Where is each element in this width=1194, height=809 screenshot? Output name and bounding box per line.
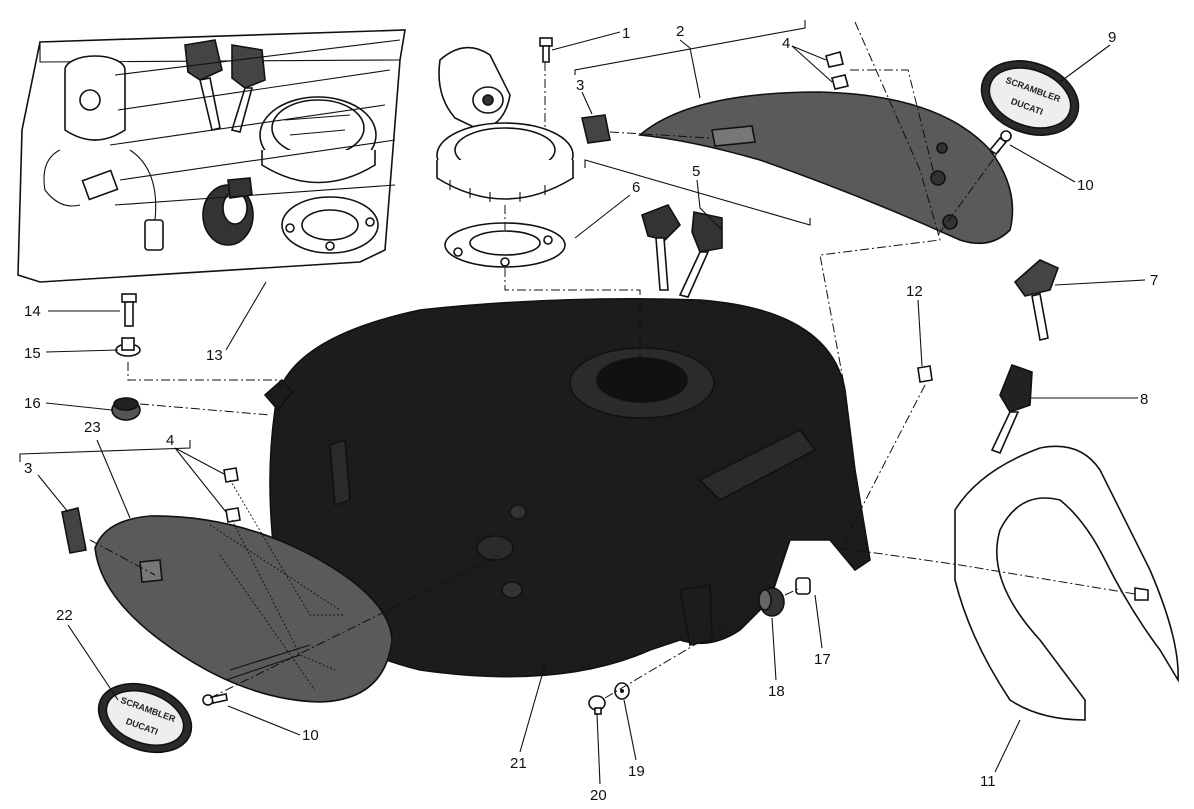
callout-12: 12 [906, 283, 923, 300]
key-7 [1013, 259, 1060, 341]
callout-3-right: 3 [576, 77, 584, 94]
callout-3-left: 3 [24, 460, 32, 477]
washer-19 [614, 682, 630, 700]
screw-10-right [988, 130, 1012, 156]
callout-8: 8 [1140, 391, 1148, 408]
callout-5: 5 [692, 163, 700, 180]
nuts-4-left [223, 467, 241, 523]
callout-20: 20 [590, 787, 607, 804]
callout-23: 23 [84, 419, 101, 436]
clip-12 [917, 365, 933, 383]
spacer-17 [795, 577, 811, 595]
tank-cover-11 [954, 445, 1179, 721]
screw-20 [588, 695, 606, 715]
inset-lock-drawing [202, 177, 254, 246]
callout-22: 22 [56, 607, 73, 624]
callout-1: 1 [622, 25, 630, 42]
callout-4-left: 4 [166, 432, 174, 449]
inset-cap-drawing [259, 96, 377, 184]
callout-13: 13 [206, 347, 223, 364]
pad-3-right [581, 114, 611, 144]
bolt-14 [121, 293, 137, 327]
fuel-tank [263, 297, 871, 678]
leader-lines [37, 31, 1146, 785]
callout-19: 19 [628, 763, 645, 780]
callout-17: 17 [814, 651, 831, 668]
callout-15: 15 [24, 345, 41, 362]
pad-3-left [61, 507, 87, 554]
assembly-lines [89, 21, 1136, 699]
key-8 [990, 363, 1033, 455]
bushing-18 [758, 587, 785, 617]
badge-right: SCRAMBLER DUCATI [980, 60, 1080, 136]
badge-left: SCRAMBLER DUCATI [97, 682, 193, 754]
callout-21: 21 [510, 755, 527, 772]
callout-6: 6 [632, 179, 640, 196]
screw-1 [539, 37, 553, 63]
callout-2: 2 [676, 23, 684, 40]
callout-labels: 1 2 3 3 4 4 5 6 7 8 9 10 10 11 12 13 14 … [24, 23, 1158, 804]
callout-10-left: 10 [302, 727, 319, 744]
left-side-panel [94, 515, 393, 703]
callout-18: 18 [768, 683, 785, 700]
filler-cap-assembly [436, 46, 574, 202]
washer-15 [115, 337, 141, 357]
callout-7: 7 [1150, 272, 1158, 289]
kit-inset-box [17, 29, 406, 283]
filler-gasket [444, 222, 566, 268]
callout-9: 9 [1108, 29, 1116, 46]
callout-10-right: 10 [1077, 177, 1094, 194]
callout-11: 11 [980, 773, 996, 790]
callout-16: 16 [24, 395, 41, 412]
callout-14: 14 [24, 303, 41, 320]
inset-gasket-drawing [281, 196, 379, 254]
grommet-16 [111, 397, 141, 421]
nuts-4-top [825, 51, 849, 90]
callout-4-top: 4 [782, 35, 790, 52]
key-set-5 [641, 204, 723, 298]
ignition-switch-drawing [43, 55, 164, 251]
inset-keys-drawing [184, 39, 266, 133]
